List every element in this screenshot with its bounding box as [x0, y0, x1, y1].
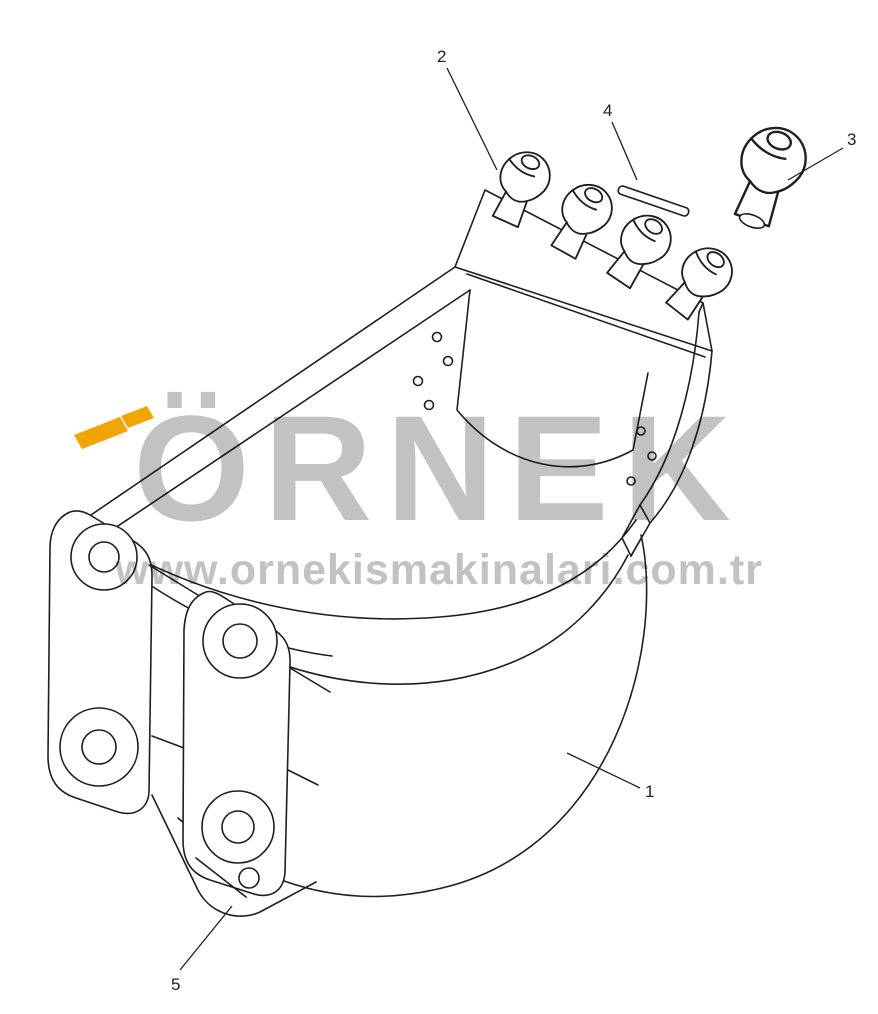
- leader-lines: [179, 67, 844, 971]
- leader-5: [179, 905, 233, 971]
- mounting-bracket: [47, 510, 331, 897]
- callout-5: 5: [171, 975, 181, 994]
- leader-2: [446, 67, 498, 171]
- right-side-plate: [621, 302, 713, 557]
- loose-tooth: [720, 117, 816, 232]
- callout-3: 3: [847, 130, 857, 149]
- callout-1: 1: [645, 782, 655, 801]
- leader-1: [566, 752, 641, 789]
- bottom-wedge: [151, 794, 317, 917]
- bucket-interior: [456, 289, 649, 468]
- callout-2: 2: [437, 47, 447, 66]
- callout-4: 4: [603, 101, 613, 120]
- bucket-shell: [99, 519, 648, 898]
- leader-3: [787, 147, 844, 181]
- side-plate: [73, 266, 471, 539]
- leader-4: [611, 121, 638, 181]
- retainer-pin: [617, 185, 690, 217]
